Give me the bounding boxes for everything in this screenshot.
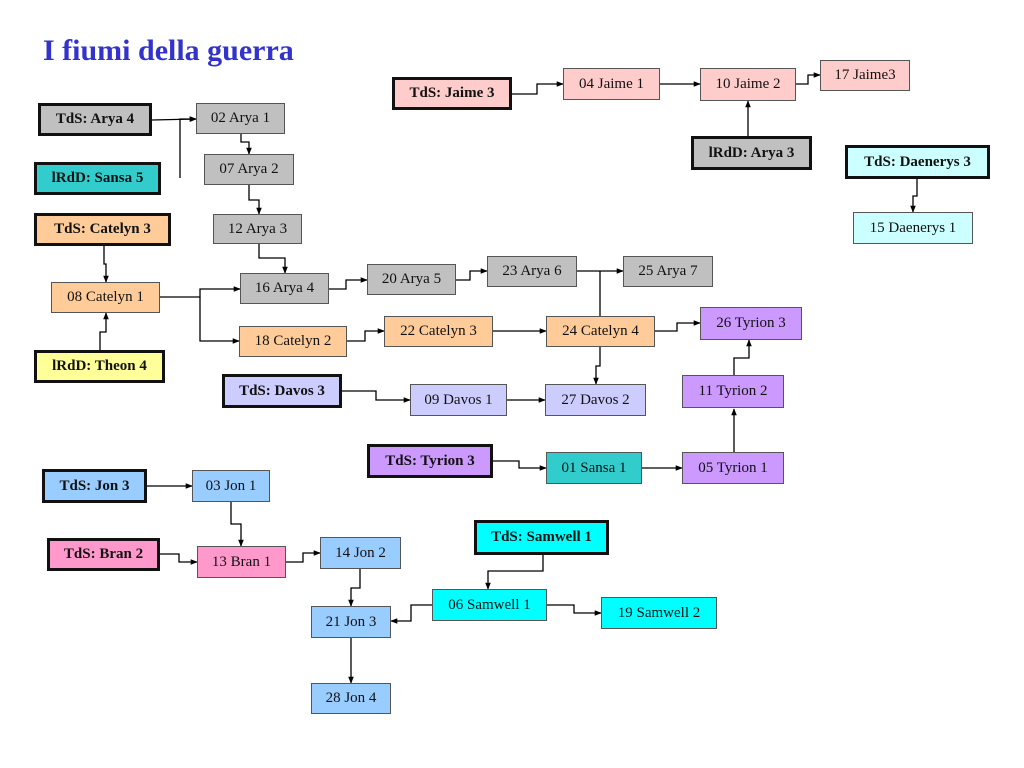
- node-daenerys1: 15 Daenerys 1: [853, 212, 973, 244]
- tds-tyrion3-box: TdS: Tyrion 3: [367, 444, 493, 478]
- node-tyrion2: 11 Tyrion 2: [682, 375, 784, 408]
- edge-lrdd-theon4-to-catelyn1: [99, 312, 109, 350]
- edge-bran1-to-jon2: [286, 550, 321, 563]
- edge-catelyn4-to-davos2: [593, 347, 601, 385]
- node-jon3: 21 Jon 3: [311, 606, 391, 638]
- edge-tds-tyrion3-to-sansa1: [493, 460, 547, 471]
- node-samwell1: 06 Samwell 1: [432, 589, 547, 621]
- node-tyrion3: 26 Tyrion 3: [700, 307, 802, 340]
- edge-catelyn2-to-catelyn3: [347, 328, 385, 342]
- node-jon2: 14 Jon 2: [320, 537, 401, 569]
- tds-davos3-box: TdS: Davos 3: [222, 374, 342, 408]
- node-jon1: 03 Jon 1: [192, 470, 270, 502]
- edge-tds-catelyn3-to-catelyn1: [103, 246, 109, 283]
- tds-daenerys3-box: TdS: Daenerys 3: [845, 145, 990, 179]
- node-arya1: 02 Arya 1: [196, 103, 285, 134]
- node-jaime3: 17 Jaime3: [820, 60, 910, 91]
- node-samwell2: 19 Samwell 2: [601, 597, 717, 629]
- tds-jaime3-box: TdS: Jaime 3: [392, 77, 512, 110]
- node-bran1: 13 Bran 1: [197, 546, 286, 578]
- lrdd-theon4-box: lRdD: Theon 4: [34, 350, 165, 383]
- edge-jon1-to-bran1: [230, 502, 244, 547]
- node-catelyn1: 08 Catelyn 1: [51, 282, 160, 313]
- edge-arya2-to-arya3: [248, 185, 262, 215]
- edge-samwell1-to-samwell2: [547, 604, 602, 616]
- edge-tds-samwell1-to-samwell1: [485, 555, 544, 590]
- edge-arya5-to-arya6: [456, 268, 488, 281]
- node-jaime1: 04 Jaime 1: [563, 68, 660, 100]
- node-sansa1: 01 Sansa 1: [546, 452, 642, 484]
- edge-tds-bran2-to-bran1: [160, 553, 198, 565]
- edge-tds-daenerys3-to-daenerys1: [910, 179, 918, 213]
- node-jon4: 28 Jon 4: [311, 683, 391, 714]
- edge-arya1-to-arya2: [240, 134, 252, 155]
- tds-bran2-box: TdS: Bran 2: [47, 538, 160, 571]
- edge-tds-davos3-to-davos1: [342, 390, 411, 403]
- tds-arya4-box: TdS: Arya 4: [38, 103, 152, 136]
- edge-catelyn1-to-catelyn2: [199, 297, 240, 344]
- tds-catelyn3-box: TdS: Catelyn 3: [34, 213, 171, 246]
- edge-jaime2-to-jaime3: [796, 72, 821, 85]
- node-arya3: 12 Arya 3: [213, 214, 302, 244]
- node-catelyn2: 18 Catelyn 2: [239, 326, 347, 357]
- tds-samwell1-box: TdS: Samwell 1: [474, 520, 609, 555]
- edge-tyrion2-to-tyrion3: [733, 339, 752, 375]
- node-arya2: 07 Arya 2: [204, 154, 294, 185]
- node-arya7: 25 Arya 7: [623, 256, 713, 287]
- node-catelyn4: 24 Catelyn 4: [546, 316, 655, 347]
- edge-samwell1-to-jon3: [390, 604, 432, 624]
- edge-arya4-to-arya5: [329, 277, 368, 290]
- lrdd-arya3-box: lRdD: Arya 3: [691, 136, 812, 170]
- edge-catelyn4-to-tyrion3: [655, 320, 701, 332]
- lrdd-sansa5-box: lRdD: Sansa 5: [34, 162, 161, 195]
- node-arya5: 20 Arya 5: [367, 264, 456, 295]
- tds-jon3-box: TdS: Jon 3: [42, 469, 147, 503]
- node-catelyn3: 22 Catelyn 3: [384, 316, 493, 347]
- node-arya4: 16 Arya 4: [240, 273, 329, 304]
- node-jaime2: 10 Jaime 2: [700, 68, 796, 101]
- edge-catelyn1-to-arya4: [160, 286, 241, 298]
- page-title: I fiumi della guerra: [43, 34, 294, 67]
- node-davos1: 09 Davos 1: [410, 384, 507, 416]
- node-davos2: 27 Davos 2: [545, 384, 646, 416]
- node-tyrion1: 05 Tyrion 1: [682, 452, 784, 484]
- edge-jon2-to-jon3: [348, 569, 361, 607]
- edge-lrdd-sansa5-to-arya1: [179, 116, 197, 178]
- edge-tds-jaime3-to-jaime1: [512, 81, 564, 95]
- node-arya6: 23 Arya 6: [487, 256, 577, 287]
- edge-arya3-to-arya4: [258, 244, 288, 274]
